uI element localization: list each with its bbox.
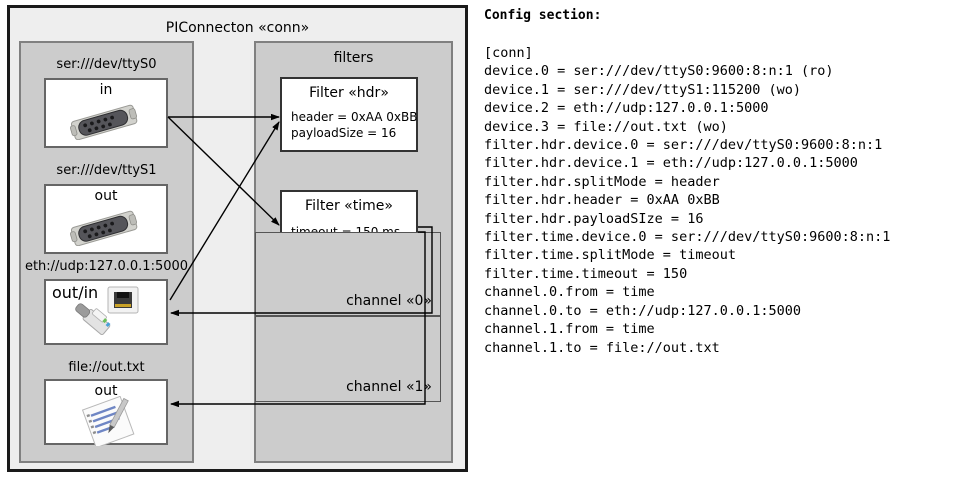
config-section: Config section: [conn] device.0 = ser:///… bbox=[481, 0, 964, 484]
config-line: filter.hdr.device.1 = eth://udp:127.0.0.… bbox=[484, 155, 858, 172]
config-line: filter.hdr.splitMode = header bbox=[484, 173, 720, 190]
config-line: device.2 = eth://udp:127.0.0.1:5000 bbox=[484, 100, 769, 117]
device-label-file: file://out.txt bbox=[68, 360, 145, 375]
config-line: filter.time.device.0 = ser:///dev/ttyS0:… bbox=[484, 229, 891, 246]
filter-box-hdr[interactable]: Filter «hdr» header = 0xAA 0xBB payloadS… bbox=[280, 77, 418, 152]
device-label-eth: eth://udp:127.0.0.1:5000 bbox=[24, 259, 189, 274]
text-file-icon bbox=[81, 396, 135, 446]
channel-box-1[interactable]: channel «1» bbox=[255, 316, 441, 402]
device-box-ttys1[interactable]: out bbox=[44, 184, 168, 254]
config-line: device.0 = ser:///dev/ttyS0:9600:8:n:1 (… bbox=[484, 63, 834, 80]
filter-attr-hdr-payload: payloadSize = 16 bbox=[291, 126, 397, 140]
config-line: device.3 = file://out.txt (wo) bbox=[484, 118, 728, 135]
filter-title-time: Filter «time» bbox=[305, 198, 393, 214]
filters-panel-title: filters bbox=[333, 50, 374, 66]
config-line: filter.hdr.header = 0xAA 0xBB bbox=[484, 192, 720, 209]
config-line: filter.time.timeout = 150 bbox=[484, 265, 688, 282]
device-box-ttys0[interactable]: in bbox=[44, 78, 168, 148]
config-line: channel.0.from = time bbox=[484, 284, 655, 301]
filter-title-hdr: Filter «hdr» bbox=[309, 85, 389, 101]
device-caption-ttys1: out bbox=[94, 188, 118, 204]
config-line: device.1 = ser:///dev/ttyS1:115200 (wo) bbox=[484, 81, 801, 98]
config-line: [conn] bbox=[484, 45, 533, 61]
config-line: channel.1.to = file://out.txt bbox=[484, 339, 720, 356]
device-box-file[interactable]: out bbox=[44, 379, 168, 446]
ethernet-jack-icon bbox=[75, 286, 139, 335]
serial-port-icon bbox=[70, 210, 138, 246]
config-line: filter.hdr.device.0 = ser:///dev/ttyS0:9… bbox=[484, 137, 883, 154]
diagram-title: PIConnecton «conn» bbox=[165, 20, 310, 36]
connection-diagram: PIConnecton «conn» ser:///dev/ttyS0 in bbox=[0, 0, 475, 484]
device-box-eth[interactable]: out/in bbox=[44, 279, 168, 345]
config-text-block: [conn] device.0 = ser:///dev/ttyS0:9600:8… bbox=[484, 44, 890, 357]
config-line: filter.time.splitMode = timeout bbox=[484, 247, 736, 264]
filter-attr-hdr-header: header = 0xAA 0xBB bbox=[291, 110, 418, 124]
device-caption-eth: out/in bbox=[52, 283, 99, 302]
channel-label-0: channel «0» bbox=[346, 293, 432, 309]
serial-port-icon bbox=[70, 104, 138, 140]
device-label-ttys1: ser:///dev/ttyS1 bbox=[56, 163, 157, 178]
device-caption-file: out bbox=[94, 383, 118, 399]
config-heading: Config section: bbox=[484, 8, 602, 23]
device-label-ttys0: ser:///dev/ttyS0 bbox=[56, 57, 157, 72]
config-line: channel.0.to = eth://udp:127.0.0.1:5000 bbox=[484, 302, 801, 319]
config-line: filter.hdr.payloadSIze = 16 bbox=[484, 210, 704, 227]
device-caption-ttys0: in bbox=[99, 82, 113, 98]
config-line: channel.1.from = time bbox=[484, 321, 655, 338]
channel-label-1: channel «1» bbox=[346, 379, 432, 395]
channel-box-0[interactable]: channel «0» bbox=[255, 232, 441, 316]
